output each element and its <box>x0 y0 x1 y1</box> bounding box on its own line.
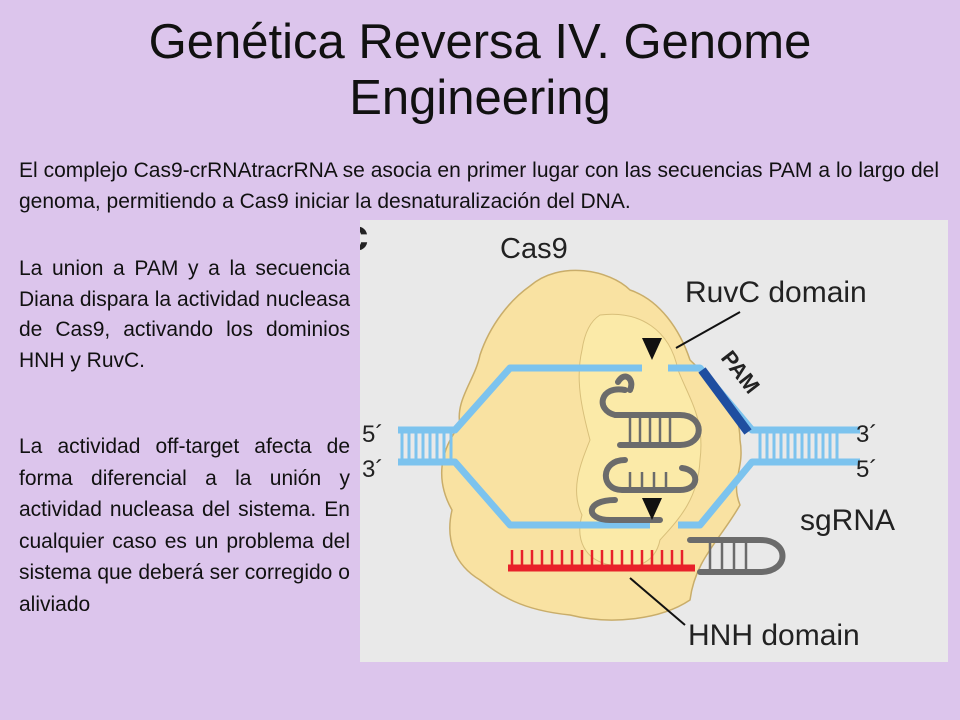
off-target-paragraph: La actividad off-target afecta de forma … <box>19 435 350 616</box>
pam-segment <box>698 367 752 435</box>
cas9-label: Cas9 <box>500 233 568 265</box>
cleavage-arrow-icon <box>642 338 662 360</box>
dna-left-rungs <box>400 430 453 460</box>
five-prime-left-label: 5´ <box>362 421 383 448</box>
cas9-mechanism-figure: c PAM <box>360 220 948 662</box>
ruvc-pointer-line <box>675 311 741 349</box>
pam-label: PAM <box>716 346 765 399</box>
slide-title: Genética Reversa IV. Genome Engineering <box>148 15 812 125</box>
cleavage-arrow-icon <box>642 498 662 520</box>
nuclease-activation-paragraph: La union a PAM y a la secuencia Diana di… <box>19 257 350 372</box>
dna-right-rungs <box>758 430 839 460</box>
hnh-domain-label: HNH domain <box>688 619 860 652</box>
three-prime-right-label: 3´ <box>856 421 877 448</box>
sgrna-rungs <box>628 416 748 570</box>
hnh-pointer-line <box>629 577 686 626</box>
target-strand-rungs <box>510 550 684 566</box>
panel-letter: c <box>360 220 368 260</box>
sgrna-label: sgRNA <box>800 504 895 537</box>
sgrna-structure <box>588 373 786 575</box>
cas9-diagram: c PAM <box>360 220 895 652</box>
dna-strands <box>398 364 860 529</box>
three-prime-left-label: 3´ <box>362 456 383 483</box>
intro-paragraph: El complejo Cas9-crRNAtracrRNA se asocia… <box>19 159 939 213</box>
five-prime-right-label: 5´ <box>856 456 877 483</box>
ruvc-domain-label: RuvC domain <box>685 276 867 309</box>
